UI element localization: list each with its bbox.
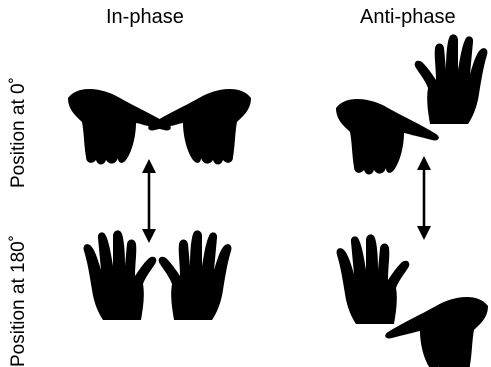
anti-phase-180-lower-hand-palm-down-icon: [385, 297, 488, 367]
in-phase-0-right-hand-palm-down-icon: [148, 89, 251, 165]
anti-phase-180-raised-hand-palm-up-icon: [337, 234, 410, 324]
in-phase-180-left-hand-palm-up-icon: [84, 230, 157, 320]
in-phase-double-headed-arrow-icon: [142, 159, 156, 243]
anti-phase-0-raised-hand-palm-up-icon: [415, 34, 488, 124]
in-phase-180-right-hand-palm-up-icon: [159, 230, 232, 320]
anti-phase-double-headed-arrow-icon: [417, 156, 431, 240]
